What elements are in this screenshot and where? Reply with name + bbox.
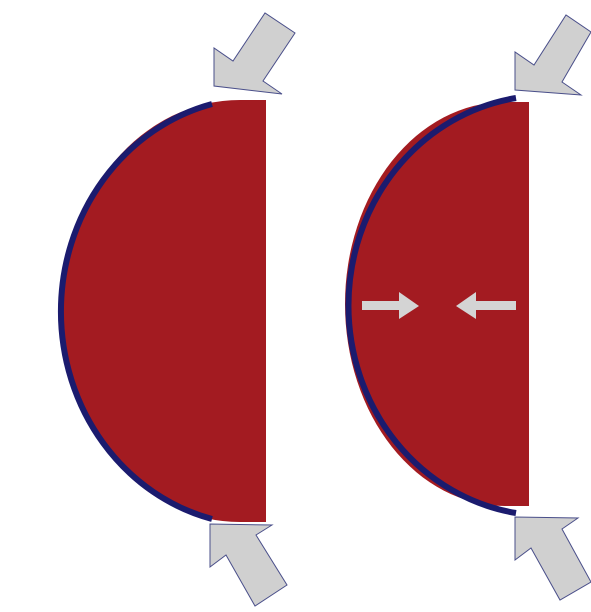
left-hemisphere bbox=[62, 100, 266, 522]
left-bottom-compression-arrow bbox=[210, 524, 287, 606]
right-bottom-compression-arrow bbox=[515, 517, 591, 600]
left-panel bbox=[61, 13, 295, 606]
right-top-compression-arrow bbox=[515, 15, 591, 95]
left-top-compression-arrow bbox=[214, 13, 295, 94]
right-panel bbox=[345, 15, 591, 600]
